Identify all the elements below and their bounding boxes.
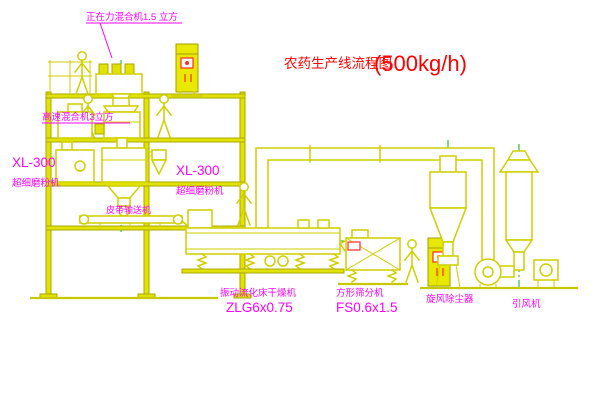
mill-left: [55, 141, 95, 183]
mill-center: [101, 137, 168, 183]
label-dryer-model: ZLG6x0.75: [226, 300, 293, 315]
label-cyclone: 旋风除尘器: [426, 293, 474, 305]
label-mill-center-name: 超细磨粉机: [176, 185, 224, 197]
label-sieve-name: 方形筛分机: [336, 287, 384, 299]
label-fan: 引风机: [512, 298, 541, 310]
exhaust-stack: [498, 150, 540, 271]
belt-conveyor: [78, 214, 192, 230]
drawing-capacity: (500kg/h): [374, 51, 467, 76]
fluid-bed-dryer: [181, 209, 358, 274]
label-mill-center-model: XL-300: [176, 163, 220, 178]
worker-figure-floor2-right: [156, 94, 172, 138]
ground-lines: [30, 286, 578, 300]
label-mill-left-name: 超细磨粉机: [12, 177, 60, 189]
label-sieve-model: FS0.6x1.5: [336, 300, 398, 315]
label-leaders: [42, 22, 182, 124]
discharge-valve: [106, 185, 142, 218]
drawing-title: 农药生产线流程图: [284, 56, 392, 71]
control-cabinet-upper: [171, 43, 203, 97]
worker-figure-sieve: [404, 239, 420, 283]
paddle-mixer: [95, 63, 143, 109]
label-high-speed-mixer: 高速混合机3立方: [42, 111, 114, 123]
storage-hopper: [57, 103, 93, 139]
label-paddle-mixer: 正在力混合机1.5 立方: [86, 11, 178, 23]
label-belt-conveyor: 皮带输送机: [106, 204, 151, 215]
square-sieve: [338, 229, 408, 286]
worker-figure-roof: [74, 51, 90, 95]
fan-motor: [533, 259, 559, 288]
label-mill-left-model: XL-300: [12, 155, 56, 170]
induced-draft-fan: [474, 258, 515, 288]
cyclone-separator: [428, 171, 468, 289]
label-dryer-name: 振动流化床干燥机: [220, 287, 297, 299]
